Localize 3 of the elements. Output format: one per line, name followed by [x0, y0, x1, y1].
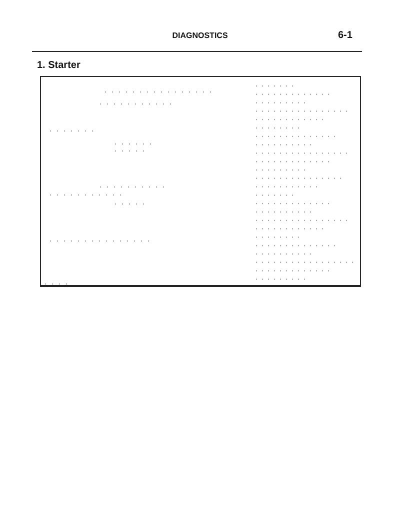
section-heading: 1. Starter	[37, 60, 80, 71]
page-title: DIAGNOSTICS	[171, 31, 229, 40]
page-number: 6-1	[338, 30, 352, 41]
